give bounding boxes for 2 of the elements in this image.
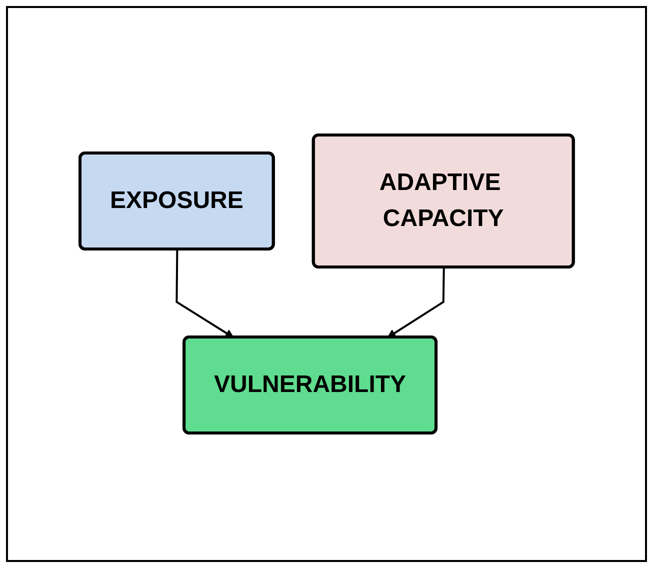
arrow (176, 250, 234, 338)
arrow (387, 267, 445, 338)
